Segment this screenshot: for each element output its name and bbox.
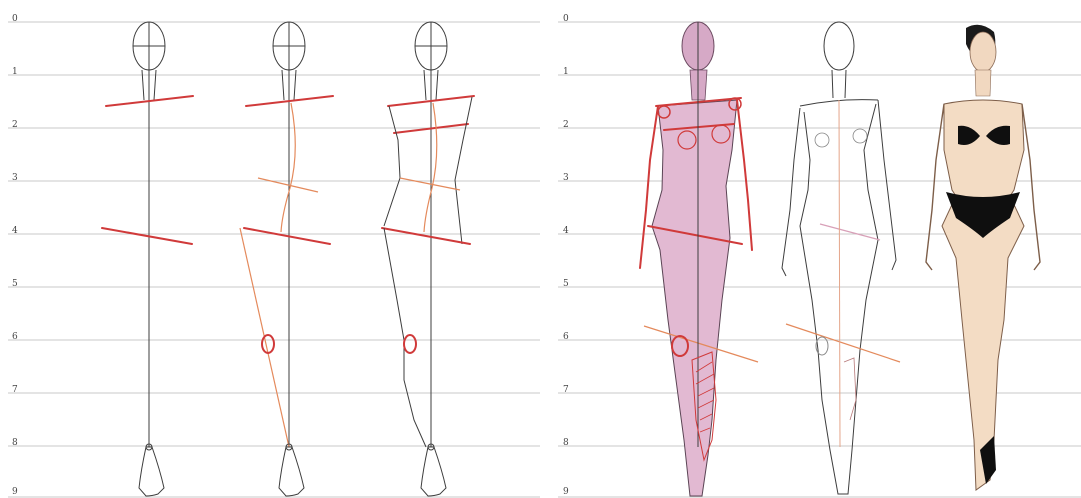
waist-line (258, 178, 318, 192)
right-scale-numbers: 0 1 2 3 4 5 6 7 8 9 (563, 14, 569, 497)
left-scale-numbers: 0 1 2 3 4 5 6 7 8 9 (12, 14, 18, 497)
foot-shape (139, 447, 164, 496)
figure-3-torso-blocks (382, 22, 474, 496)
right-scale-0: 0 (563, 14, 569, 24)
head-oval (824, 22, 854, 70)
torso-right-contour (455, 97, 472, 244)
left-scale-8: 8 (12, 438, 18, 448)
left-scale-9: 9 (12, 487, 18, 497)
left-scale-6: 6 (12, 332, 18, 342)
left-scale-7: 7 (12, 385, 18, 395)
left-scale-1: 1 (12, 67, 18, 77)
left-arm (640, 106, 658, 268)
right-scale-8: 8 (563, 438, 569, 448)
right-scale-6: 6 (563, 332, 569, 342)
right-scale-3: 3 (563, 173, 569, 183)
right-scale-1: 1 (563, 67, 569, 77)
left-scale-4: 4 (12, 226, 18, 236)
right-scale-5: 5 (563, 279, 569, 289)
knee-marker (262, 335, 274, 353)
right-scale-7: 7 (563, 385, 569, 395)
figure-4-shaded-body (640, 22, 758, 496)
left-scale-0: 0 (12, 14, 18, 24)
face (970, 32, 996, 72)
knee-marker (404, 335, 416, 353)
hip-line (244, 228, 330, 244)
left-panel-grid (8, 22, 540, 497)
foot-shape (421, 447, 446, 496)
spine-curve (281, 103, 295, 232)
left-scale-3: 3 (12, 173, 18, 183)
right-scale-9: 9 (563, 487, 569, 497)
right-scale-2: 2 (563, 120, 569, 130)
figure-1-balance-line (102, 22, 193, 496)
hip-line (382, 228, 470, 244)
left-scale-5: 5 (12, 279, 18, 289)
hip-line (102, 228, 192, 244)
figure-5-line-sketch (782, 22, 900, 494)
figure-6-rendered-model (926, 25, 1040, 490)
right-scale-4: 4 (563, 226, 569, 236)
foot-shape (279, 447, 304, 496)
figure-2-spine-curve (240, 22, 333, 496)
body-silhouette (652, 100, 737, 496)
right-arm (737, 100, 752, 250)
left-scale-2: 2 (12, 120, 18, 130)
torso-left-contour (384, 106, 400, 226)
body-skin (942, 100, 1024, 490)
